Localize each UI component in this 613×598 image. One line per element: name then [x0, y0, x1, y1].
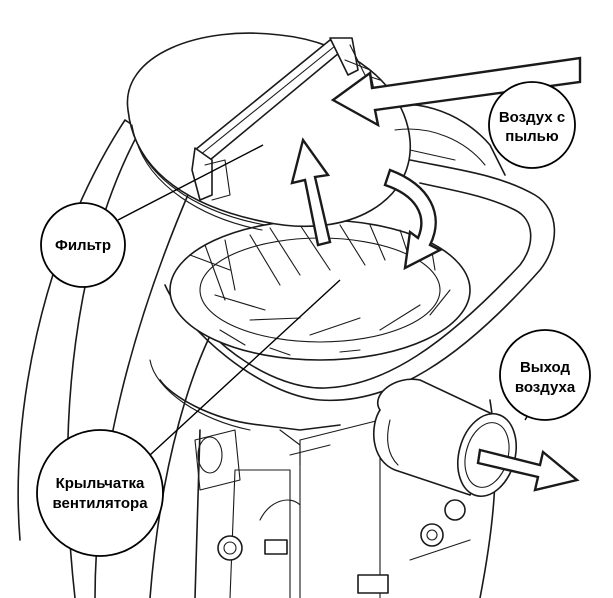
- callout-exhaust-line2: воздуха: [515, 379, 576, 396]
- fan-impeller: [169, 219, 471, 361]
- screw: [420, 523, 444, 547]
- callout-dusty-air: Воздух с пылью: [488, 81, 576, 169]
- callout-filter: Фильтр: [40, 202, 126, 288]
- callout-exhaust: Выход воздуха: [499, 329, 591, 421]
- callout-dusty-air-line2: пылью: [505, 128, 559, 145]
- swirl-arrow: [383, 168, 443, 271]
- callout-fan-line1: Крыльчатка: [56, 475, 145, 492]
- screw: [217, 535, 243, 561]
- callout-fan-line2: вентилятора: [52, 495, 148, 512]
- latch: [357, 574, 389, 594]
- housing: [17, 119, 496, 598]
- latch: [264, 539, 288, 555]
- callout-fan: Крыльчатка вентилятора: [36, 429, 164, 557]
- callout-dusty-air-line1: Воздух с: [499, 109, 565, 126]
- callout-exhaust-line1: Выход: [520, 359, 571, 376]
- upward-flow-arrow: [290, 137, 332, 247]
- filter-disc: [126, 32, 411, 231]
- exhaust-duct: [373, 378, 517, 498]
- screw: [444, 499, 466, 521]
- exhaust-arrow: [476, 448, 580, 492]
- fan-frame: [149, 159, 556, 466]
- airflow-arrows: [290, 56, 582, 492]
- callout-filter-line1: Фильтр: [55, 237, 111, 254]
